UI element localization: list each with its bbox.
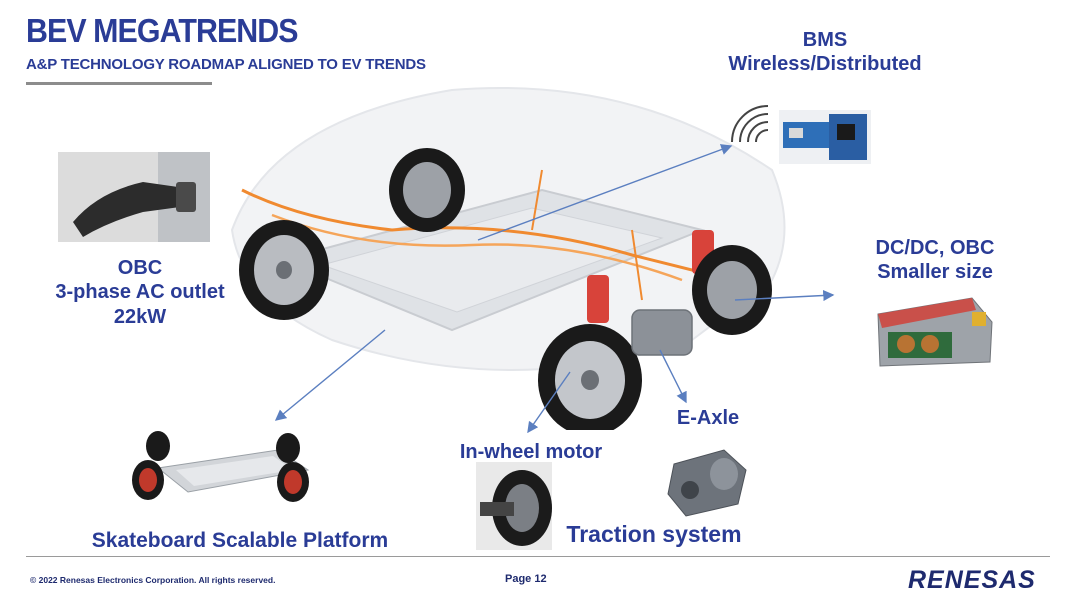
wheel-rear-right (389, 148, 465, 232)
obc-label: OBC 3-phase AC outlet 22kW (30, 256, 250, 329)
skateboard-label: Skateboard Scalable Platform (91, 529, 389, 552)
title-divider (26, 82, 212, 85)
bms-label-line1: BMS (802, 29, 848, 51)
arrow-bms (477, 144, 733, 241)
arrow-in-wheel (527, 371, 571, 434)
ev-charger-plug-photo (58, 152, 210, 242)
arrow-e-axle (659, 349, 687, 404)
dcdc-label-line2: Smaller size (877, 261, 993, 284)
dcdc-label-line1: DC/DC, OBC (875, 237, 995, 259)
skateboard-platform-photo (132, 431, 310, 502)
bms-board-photo (779, 110, 871, 164)
footer-divider (26, 556, 1050, 557)
in-wheel-motor-label: In-wheel motor (459, 441, 603, 463)
e-axle-photo (667, 449, 747, 517)
dcdc-label: DC/DC, OBC Smaller size (860, 236, 1010, 285)
in-wheel-motor-photo (476, 462, 552, 550)
copyright-text: © 2022 Renesas Electronics Corporation. … (30, 575, 276, 585)
renesas-logo: RENESAS (908, 566, 1036, 594)
arrow-dcdc (734, 289, 835, 302)
e-axle-label: E-Axle (676, 407, 740, 429)
wireless-signal-icon (731, 105, 769, 143)
dcdc-obc-module-photo (877, 297, 993, 367)
bms-label: BMS Wireless/Distributed (700, 28, 950, 77)
slide-subtitle: A&P TECHNOLOGY ROADMAP ALIGNED TO EV TRE… (26, 56, 426, 73)
obc-label-line2: 3-phase AC outlet (55, 281, 225, 304)
arrow-skateboard (274, 329, 386, 421)
wheel-rear-left (239, 220, 329, 320)
svg-text:RENESAS: RENESAS (908, 566, 1036, 594)
obc-label-line1: OBC (117, 257, 163, 279)
slide-title: BEV MEGATRENDS (26, 12, 299, 49)
traction-system-label: Traction system (566, 521, 742, 547)
wheel-front-left (538, 324, 642, 430)
obc-label-line3: 22kW (113, 305, 167, 328)
bms-label-line2: Wireless/Distributed (728, 53, 922, 76)
page-number: Page 12 (505, 573, 547, 585)
wheel-front-right (692, 245, 772, 335)
